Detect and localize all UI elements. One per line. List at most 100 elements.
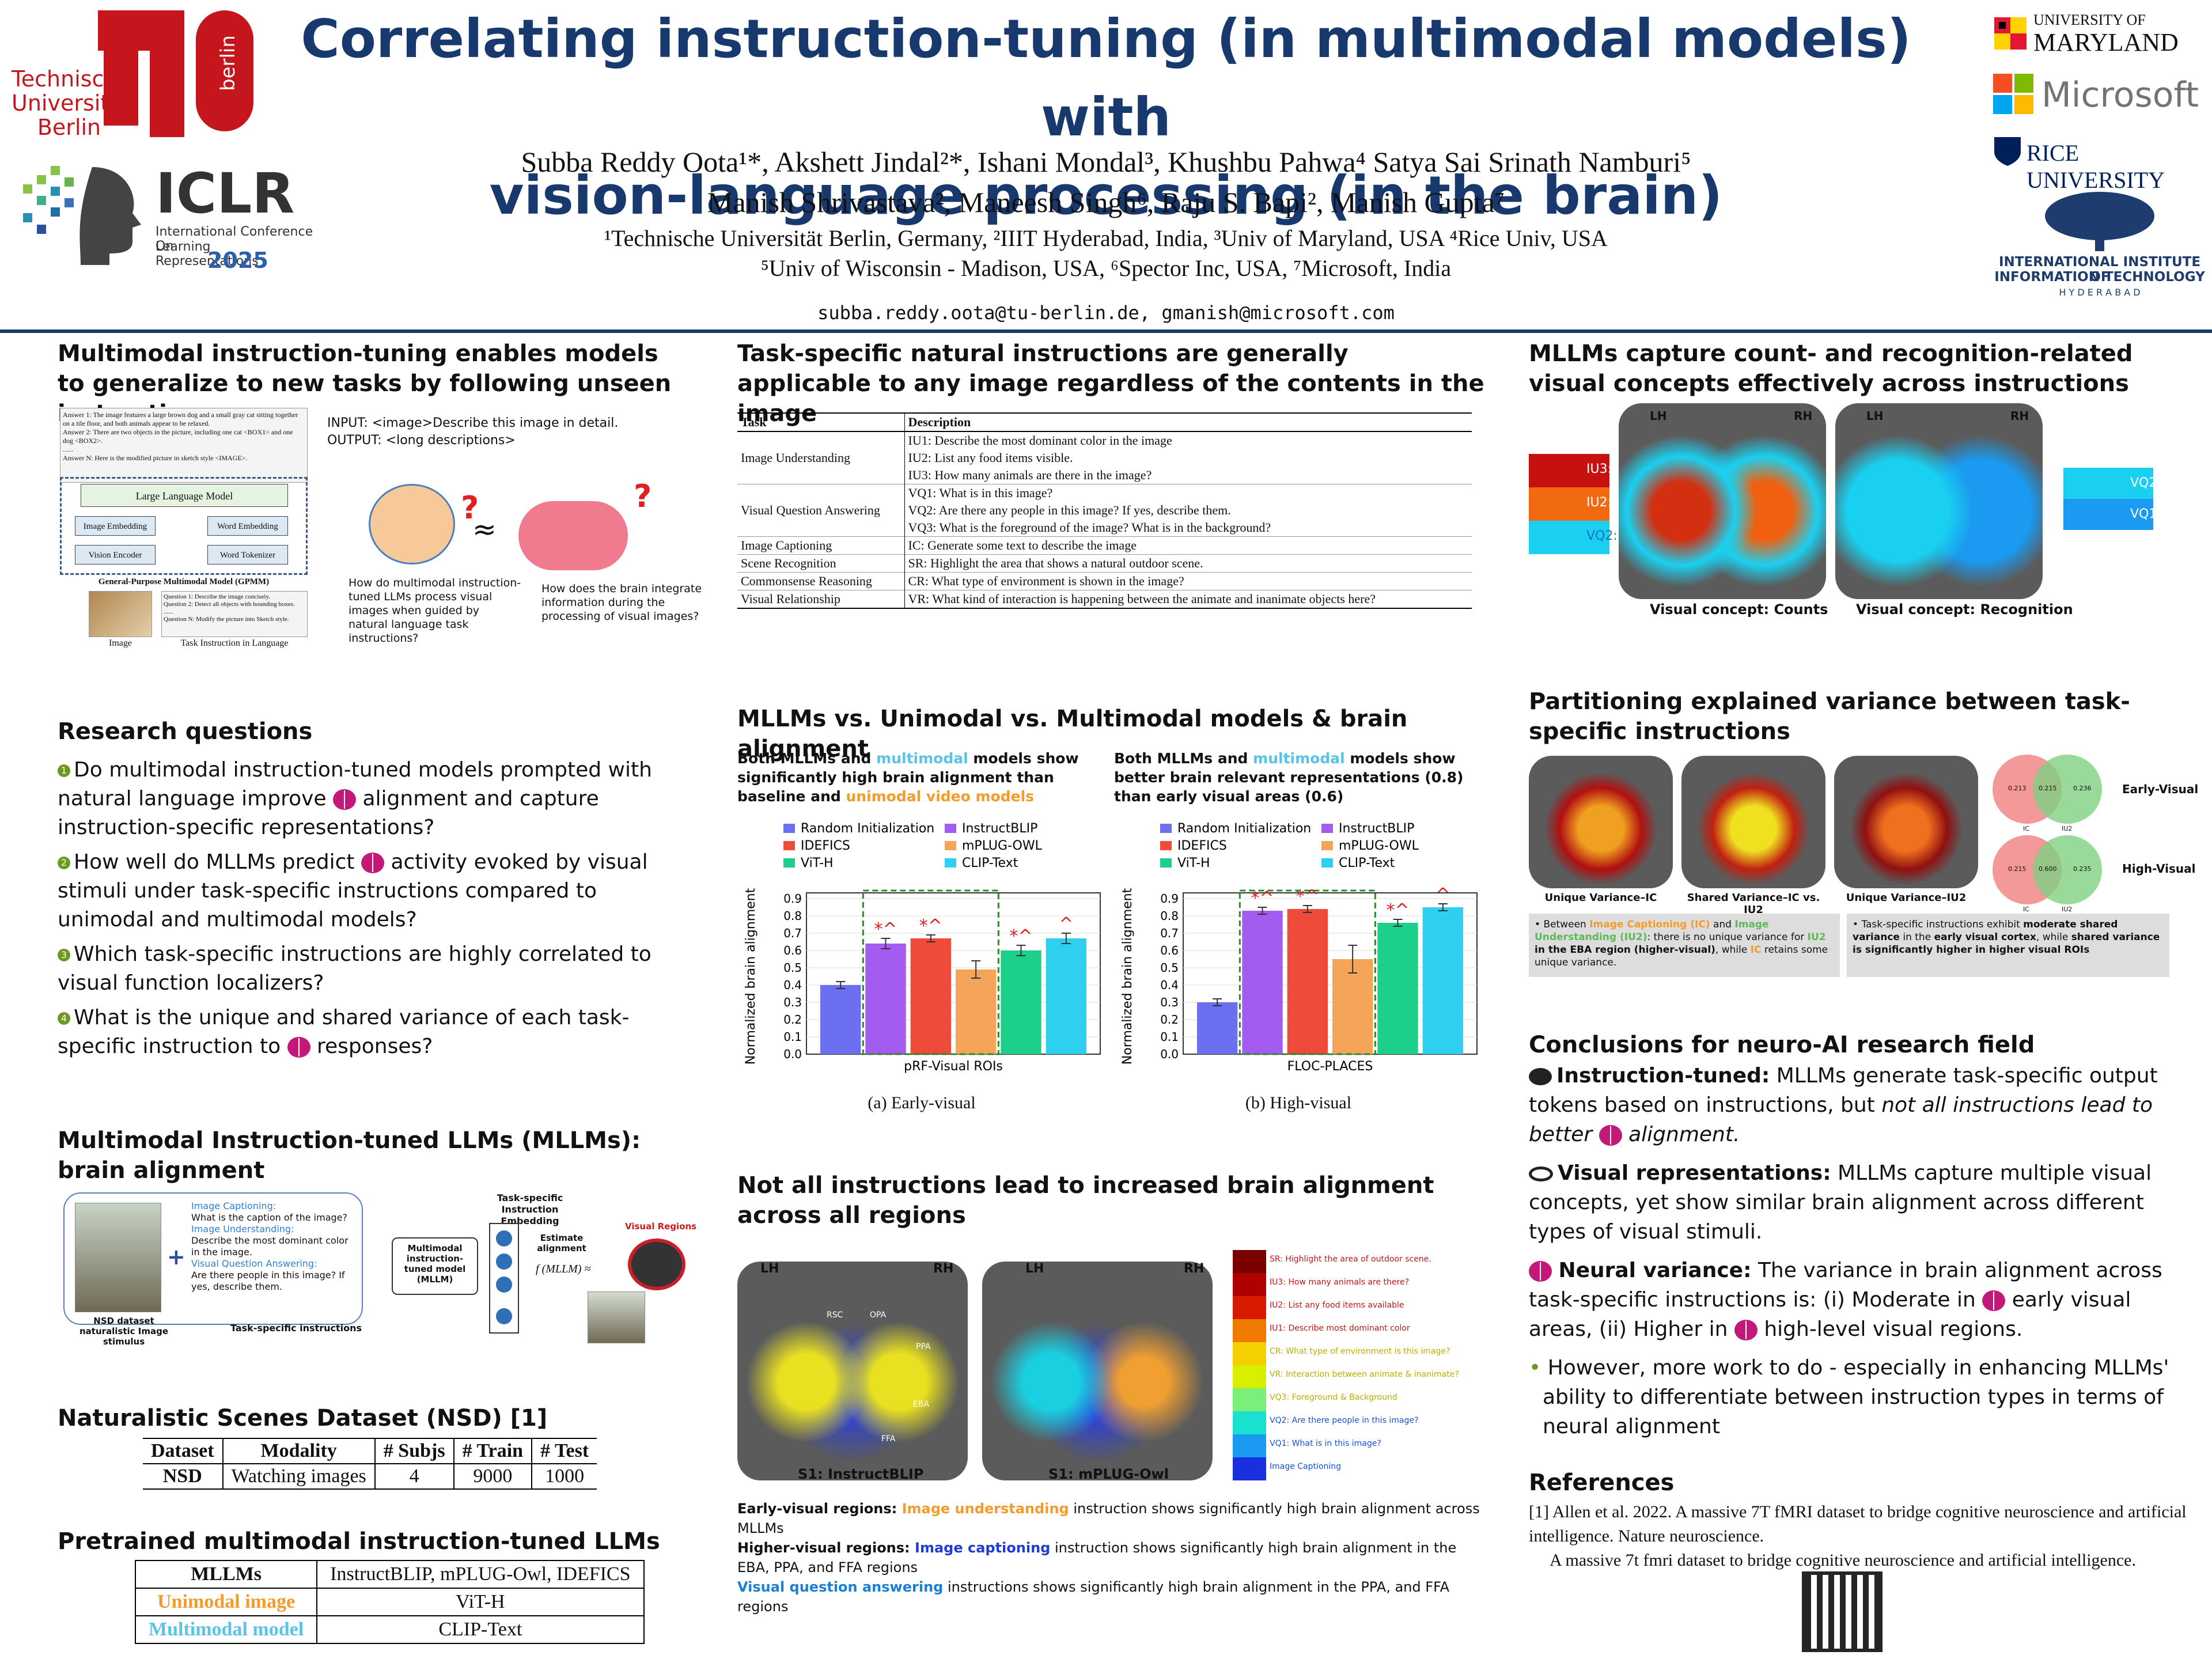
venn-h-right: 0.235 (2073, 865, 2092, 873)
legend-swatch (1160, 824, 1172, 833)
nl-j: retains some unique variance. (1535, 944, 1828, 968)
y-tick-label: 0.8 (1160, 909, 1179, 923)
legend-swatch (945, 858, 956, 868)
y-tick-label: 0.9 (783, 892, 802, 906)
finding-high: Higher-visual regions: Image captioning … (737, 1538, 1486, 1577)
legend-label: mPLUG-OWL (962, 839, 1043, 853)
vq1-swatch (2063, 499, 2153, 530)
vq2b-swatch (2063, 468, 2153, 499)
word-tok-block: Word Tokenizer (207, 545, 288, 565)
venn-h-left: 0.215 (2008, 865, 2027, 873)
venn-e-left: 0.213 (2008, 785, 2027, 792)
nl-h: , while (1715, 944, 1751, 956)
nsd-h-subjs: # Subjs (374, 1438, 454, 1464)
nsd-header-row: Dataset Modality # Subjs # Train # Test (143, 1438, 597, 1464)
nsd-h-modality: Modality (222, 1438, 376, 1464)
task-row: IU3: How many animals are there in the i… (737, 467, 1472, 484)
concept-figure: IU3: IU2: VQ2: LH RH LH RH VQ2: VQ1: Vis… (1529, 403, 2212, 622)
legend-label: CR: What type of environment is this ima… (1270, 1347, 1450, 1356)
bar (1377, 923, 1418, 1054)
bar (1422, 907, 1463, 1054)
word-emb-block: Word Embedding (207, 516, 288, 536)
ic-label: Image Captioning: (191, 1200, 276, 1211)
brain-icon (1529, 1261, 1552, 1282)
affil-line1: ¹Technische Universität Berlin, Germany,… (604, 225, 1608, 251)
umd-line2: MARYLAND (2033, 28, 2179, 56)
nl-b: Image Captioning (IC) (1589, 919, 1710, 930)
task-cell-desc: IU1: Describe the most dominant color in… (908, 433, 1172, 448)
microsoft-logo: Microsoft (1993, 74, 2206, 120)
c3-b: early visual areas, (ii) Higher in (1529, 1288, 2131, 1341)
hv-a: Higher-visual regions: (737, 1540, 915, 1556)
ev-a: Early-visual regions: (737, 1501, 902, 1517)
authors: Subba Reddy Oota¹*, Akshett Jindal²*, Is… (271, 142, 1941, 222)
iclr-head-icon (23, 166, 141, 265)
vq2-label: VQ2: (1586, 529, 1618, 543)
region-label-ffa: FFA (881, 1434, 896, 1444)
legend-label: VQ1: What is in this image? (1270, 1439, 1381, 1448)
legend-swatch (783, 824, 795, 833)
mllm-title: Multimodal Instruction-tuned LLMs (MLLMs… (58, 1127, 641, 1184)
rq1-num: 1 (58, 764, 70, 777)
col2-findings: Early-visual regions: Image understandin… (737, 1499, 1486, 1616)
title-line2: vision-language processing (in the brain… (489, 165, 1723, 226)
legend-label: InstructBLIP (962, 821, 1037, 836)
significance-label: *^ (1009, 926, 1032, 946)
legend-label: VQ3: Foreground & Background (1270, 1393, 1397, 1402)
c1-b: not all instructions lead to better (1529, 1093, 2153, 1146)
rh-c2: RH (2010, 409, 2029, 423)
header-rule (0, 329, 2212, 333)
flatmap-instructblip (737, 1262, 968, 1480)
umd-shield-icon (1994, 17, 2027, 50)
bullet-dot: • (1529, 1356, 1548, 1380)
y-tick-label: 0.0 (1160, 1047, 1179, 1061)
y-tick-label: 0.7 (1160, 926, 1179, 940)
q-left-text: How do multimodal instruction-tuned LLMs… (349, 577, 521, 645)
iiit-line1: INTERNATIONAL INSTITUTE OF (1998, 255, 2201, 285)
c1-c: alignment. (1628, 1123, 1740, 1146)
iu2-swatch (1529, 487, 1609, 521)
output-text: OUTPUT: <long descriptions> (327, 433, 516, 448)
task-cell-task: Image Understanding (737, 449, 905, 467)
affiliations: ¹Technische Universität Berlin, Germany,… (271, 224, 1941, 283)
ref1b: A massive 7t fmri dataset to bridge cogn… (1550, 1551, 2136, 1570)
venn-e-ic: IC (2023, 825, 2029, 832)
legend-label: Random Initialization (1177, 821, 1311, 836)
bdl-b: multimodal (876, 750, 968, 767)
legend-swatch (1233, 1411, 1266, 1434)
iclr-sub1: International Conference On (156, 225, 313, 253)
umd-logo: UNIVERSITY OF MARYLAND (1993, 12, 2206, 58)
col3-title: MLLMs capture count- and recognition-rel… (1529, 340, 2133, 397)
rq1-text-b: alignment and capture instruction-specif… (58, 787, 599, 839)
instruction-panel (63, 1192, 363, 1325)
legend-label: mPLUG-OWL (1339, 839, 1419, 853)
brain-icon (1599, 1125, 1622, 1146)
vqa-label: Visual Question Answering: (191, 1258, 317, 1269)
conclusions: Instruction-tuned: MLLMs generate task-s… (1529, 1061, 2191, 1441)
rq2-num: 2 (58, 857, 70, 869)
iu3-label: IU3: (1586, 462, 1612, 476)
nsd-title: Naturalistic Scenes Dataset (NSD) [1] (58, 1405, 548, 1431)
authors-line1: Subba Reddy Oota¹*, Akshett Jindal²*, Is… (521, 146, 1691, 178)
func-label: f (MLLM) ≈ (536, 1263, 591, 1275)
x-axis-label: pRF-Visual ROIs (904, 1059, 1003, 1074)
concl-title: Conclusions for neuro-AI research field (1529, 1032, 2035, 1058)
questionN: Question N: Modify the picture into Sket… (164, 616, 289, 623)
iiit-tree-icon (2045, 192, 2154, 251)
dog-image (89, 591, 152, 637)
vq1-label: VQ1: (2130, 507, 2161, 521)
rq4-text-b: responses? (317, 1035, 433, 1058)
legend-label: IDEFICS (801, 839, 850, 853)
nr-f: shared variance is significantly higher … (1853, 931, 2160, 956)
references: [1] Allen et al. 2022. A massive 7T fMRI… (1529, 1500, 2191, 1573)
hv-b: Image captioning (915, 1540, 1051, 1556)
pre-mllm-label: MLLMs (134, 1560, 318, 1589)
embedding-nodes-icon (489, 1223, 519, 1334)
flatmap-counts (1619, 403, 1826, 599)
uv-ic-label: Unique Variance–IC (1544, 892, 1657, 904)
y-tick-label: 0.1 (783, 1030, 802, 1044)
caption-a: (a) Early-visual (868, 1093, 976, 1112)
